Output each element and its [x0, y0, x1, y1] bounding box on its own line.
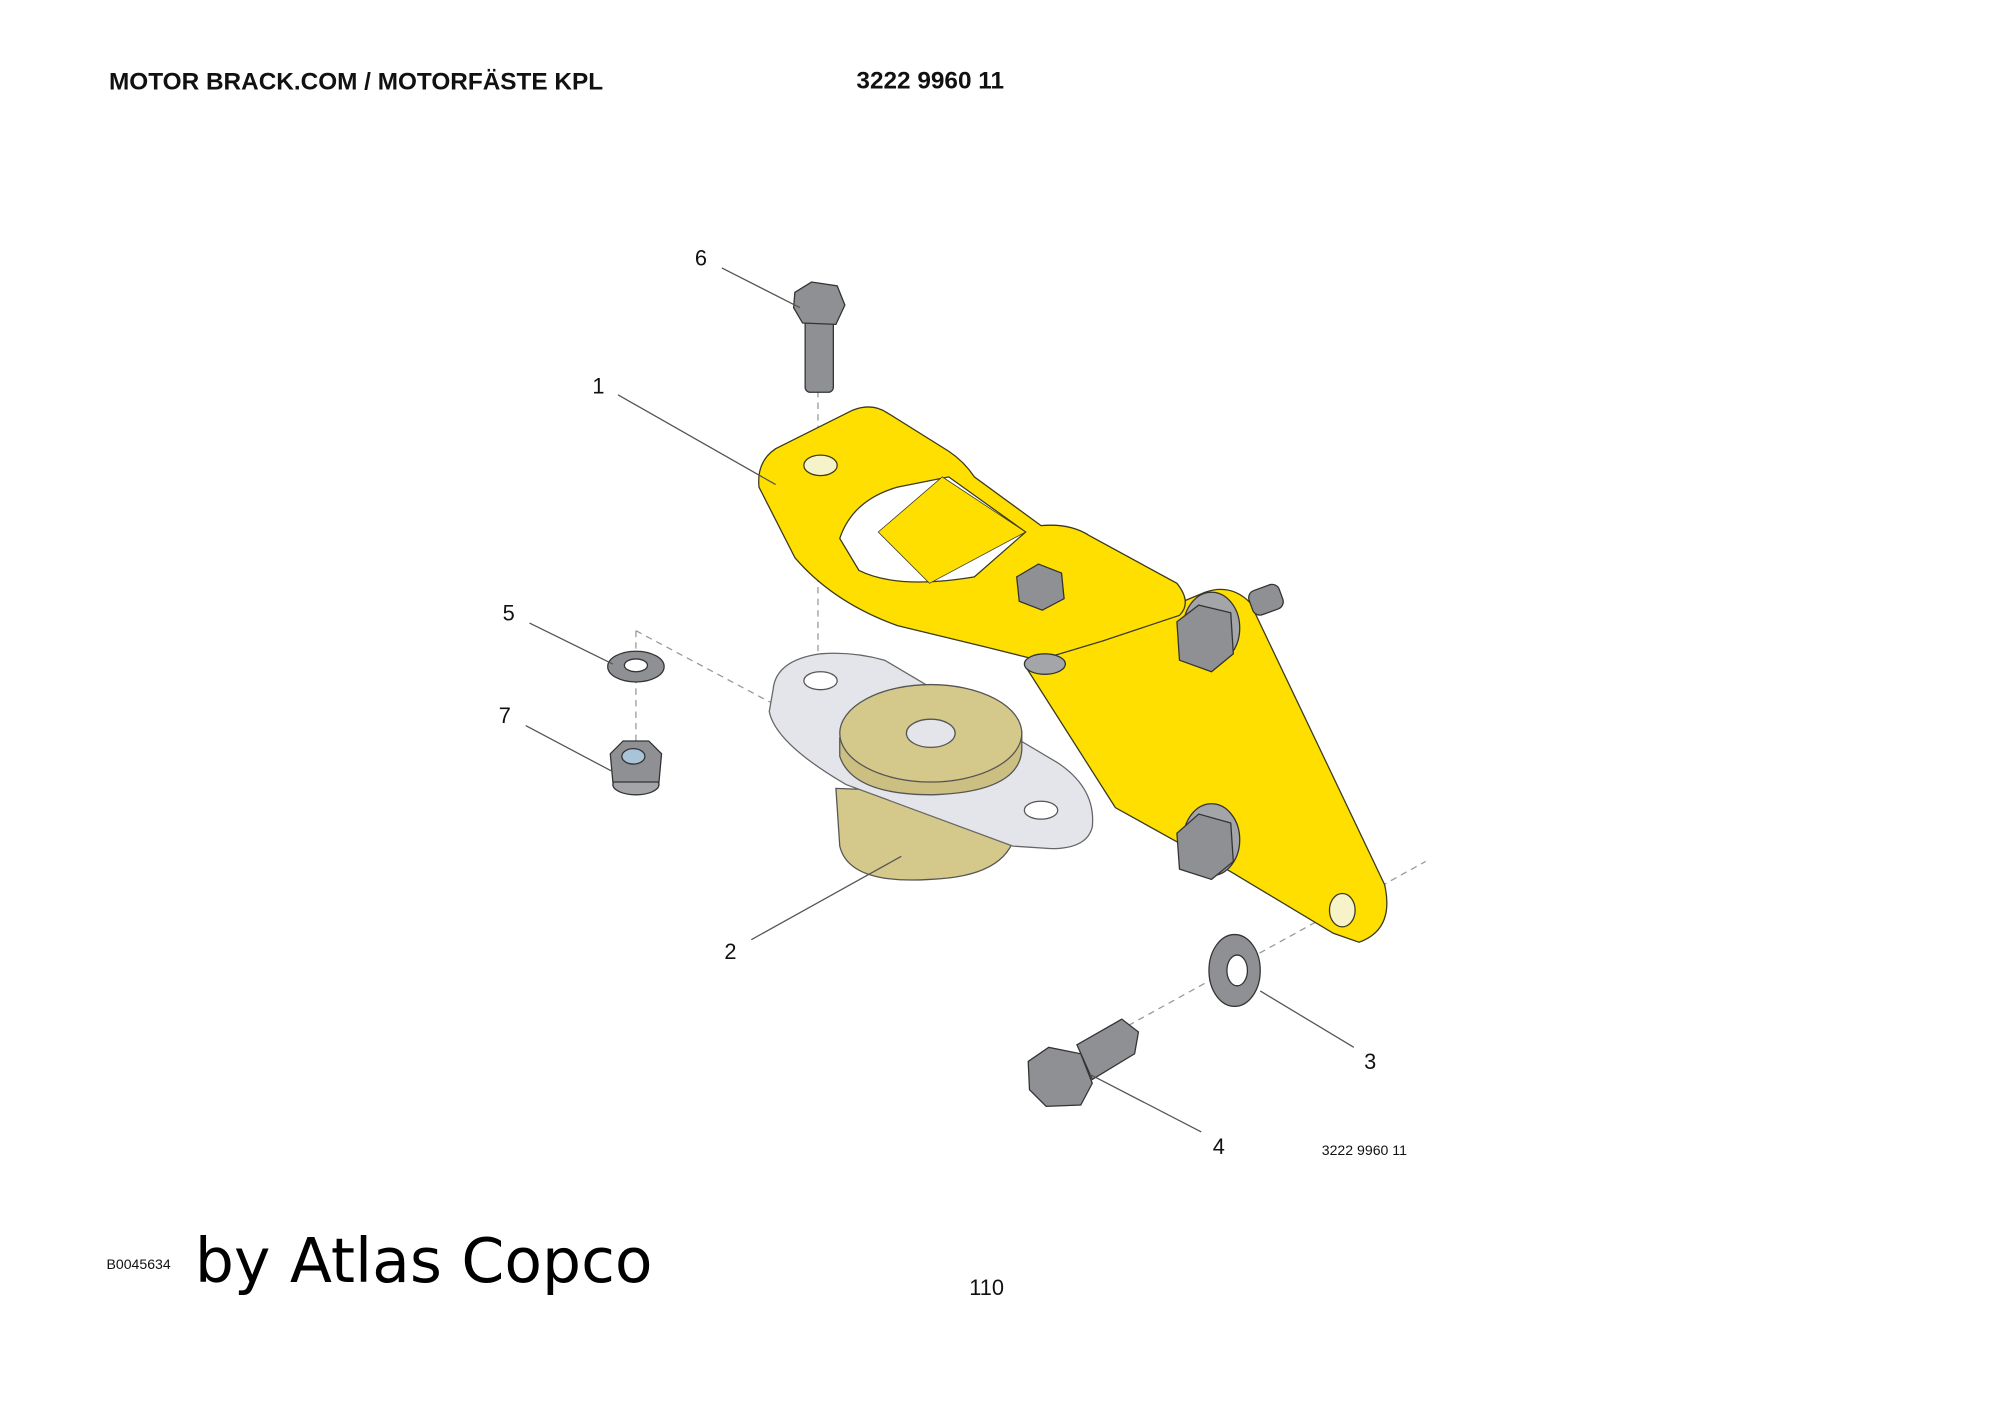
callout-1: 1 [592, 374, 604, 399]
motor-bracket [758, 406, 1388, 943]
callout-5: 5 [503, 600, 515, 625]
leader-lines [525, 267, 1355, 1133]
rubber-mount [768, 652, 1094, 881]
callout-4: 4 [1213, 1134, 1225, 1159]
assembly-lines [635, 390, 1426, 1027]
part-number: 3222 9960 11 [856, 67, 1004, 94]
nut-7 [609, 740, 663, 796]
bracket-hardware [1015, 563, 1284, 881]
callout-3: 3 [1364, 1049, 1376, 1074]
bolt-4 [1027, 1018, 1140, 1107]
page-title: MOTOR BRACK.COM / MOTORFÄSTE KPL [109, 69, 603, 96]
washer-5 [607, 650, 665, 683]
callout-2: 2 [724, 939, 736, 964]
callout-6: 6 [695, 245, 707, 270]
washer-3 [1208, 933, 1261, 1007]
image-id: B0045634 [106, 1256, 170, 1272]
callout-7: 7 [499, 703, 511, 728]
bolt-top [792, 281, 846, 393]
brand-text: by Atlas Copco [195, 1225, 653, 1297]
page-number: 110 [969, 1275, 1004, 1300]
drawing-number: 3222 9960 11 [1322, 1142, 1407, 1158]
